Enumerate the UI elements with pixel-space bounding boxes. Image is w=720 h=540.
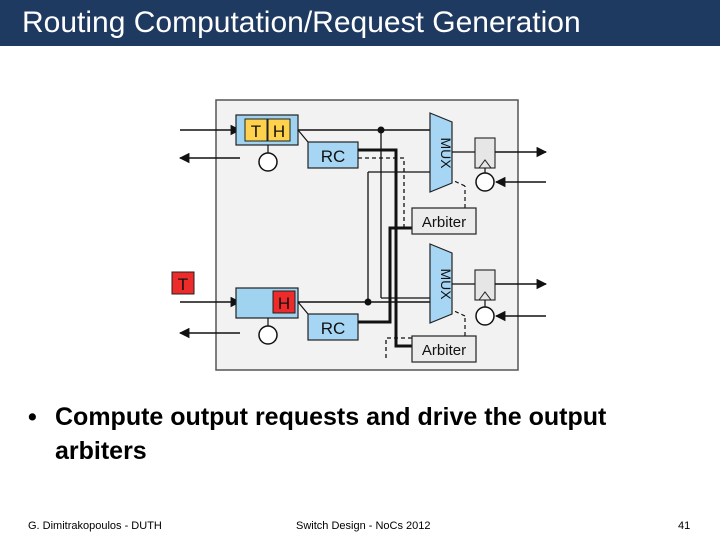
top-output-register [474, 137, 496, 169]
footer-author: G. Dimitrakopoulos - DUTH [28, 520, 162, 532]
top-tail-flit [244, 118, 268, 142]
title-bar: Routing Computation/Request Generation [0, 0, 720, 46]
bottom-mux: MUX [429, 243, 454, 324]
svg-text:H: H [273, 122, 285, 141]
svg-text:T: T [178, 275, 188, 294]
bottom-head-flit [272, 290, 296, 314]
bottom-rc-box [307, 313, 359, 341]
bottom-arbiter: Arbiter [411, 335, 477, 363]
top-head-flit [267, 118, 291, 142]
svg-text:Arbiter: Arbiter [422, 342, 466, 359]
bottom-input-buffer: H [235, 287, 299, 319]
top-mux: MUX [429, 112, 454, 193]
svg-text:RC: RC [321, 319, 346, 338]
svg-text:H: H [278, 294, 290, 313]
bottom-output-credit-circle [475, 306, 495, 326]
top-arbiter: Arbiter [411, 207, 477, 235]
slide-title: Routing Computation/Request Generation [22, 6, 581, 39]
page-number: 41 [678, 520, 691, 532]
svg-text:Arbiter: Arbiter [422, 214, 466, 231]
svg-text:MUX: MUX [438, 268, 454, 300]
svg-text:RC: RC [321, 147, 346, 166]
router-diagram: T H RC T H RC MUX MUX [171, 99, 548, 371]
incoming-tail-flit [171, 271, 195, 295]
bottom-credit-circle [258, 325, 278, 345]
svg-text:T: T [251, 122, 261, 141]
bullet-dot: • [28, 403, 37, 431]
footer-course: Switch Design - NoCs 2012 [296, 520, 431, 532]
top-output-credit-circle [475, 172, 495, 192]
bottom-output-register [474, 269, 496, 301]
svg-text:MUX: MUX [438, 137, 454, 169]
top-rc-box [307, 141, 359, 169]
top-credit-circle [258, 152, 278, 172]
bullet-text: Compute output requests and drive the ou… [55, 403, 607, 465]
top-input-buffer: T H [235, 114, 299, 146]
